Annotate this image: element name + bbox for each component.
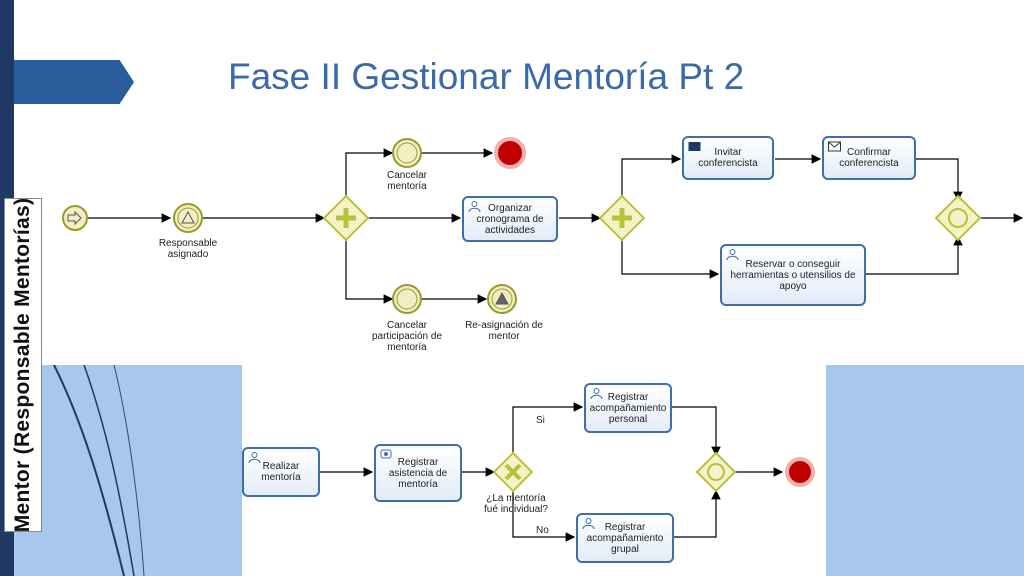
reasignacion-mentor-label: Re-asignación de mentor [465, 320, 543, 342]
user-task-icon [726, 249, 739, 260]
parallel-gateway-2 [598, 194, 646, 242]
top-process-diagram: Responsable asignado Cancelar mentoría C… [42, 122, 1024, 365]
background-panel-left [14, 365, 242, 576]
task-label: Confirmar conferencista [839, 147, 899, 169]
task-reservar-herramientas[interactable]: Reservar o conseguir herramientas o uten… [720, 244, 866, 306]
slide-title: Fase II Gestionar Mentoría Pt 2 [228, 56, 745, 97]
user-task-icon [468, 201, 481, 212]
parallel-gateway-1 [322, 194, 370, 242]
user-task-icon [590, 388, 603, 399]
task-label: Registrar acompañamiento grupal [586, 521, 664, 555]
task-organizar-cronograma[interactable]: Organizar cronograma de actividades [462, 196, 558, 242]
task-label: Invitar conferencista [698, 147, 758, 169]
responsable-asignado-label: Responsable asignado [158, 238, 218, 260]
task-registrar-asistencia[interactable]: Registrar asistencia de mentoría [374, 444, 462, 502]
service-task-icon [380, 449, 392, 459]
task-confirmar-conferencista[interactable]: Confirmar conferencista [822, 136, 916, 180]
exclusive-gateway [492, 451, 534, 493]
task-label: Organizar cronograma de actividades [476, 202, 544, 236]
cancelar-participacion-event [392, 284, 422, 314]
title-arrow-shape [14, 60, 134, 104]
bottom-sequence-flows [320, 402, 784, 542]
branch-yes-label: Si [536, 415, 545, 426]
task-label: Registrar acompañamiento personal [589, 391, 667, 425]
user-task-icon [582, 518, 595, 529]
task-label: Realizar mentoría [261, 461, 301, 483]
receive-message-icon [828, 141, 841, 152]
gateway-question-label: ¿La mentoría fué individual? [484, 493, 548, 515]
end-event-top [494, 137, 526, 169]
background-panel-right [826, 365, 1024, 576]
task-invitar-conferencista[interactable]: Invitar conferencista [682, 136, 774, 180]
swimlane-label: Mentor (Responsable Mentorías) [11, 197, 34, 533]
inclusive-gateway-top [934, 194, 982, 242]
task-label: Reservar o conseguir herramientas o uten… [730, 258, 856, 292]
task-registrar-grupal[interactable]: Registrar acompañamiento grupal [576, 513, 674, 563]
inclusive-gateway-bottom [695, 451, 737, 493]
bottom-process-flows [320, 402, 815, 542]
start-event [62, 205, 88, 231]
task-registrar-personal[interactable]: Registrar acompañamiento personal [584, 383, 672, 433]
cancelar-mentoria-label: Cancelar mentoría [386, 170, 428, 192]
cancelar-mentoria-event [392, 138, 422, 168]
send-message-icon [688, 142, 701, 151]
decorative-curves [53, 365, 145, 576]
branch-no-label: No [536, 525, 549, 536]
end-event-bottom [785, 457, 815, 487]
cancelar-participacion-label: Cancelar participación de mentoría [371, 320, 443, 353]
user-task-icon [248, 452, 261, 463]
bottom-process-diagram: Realizar mentoría Registrar asistencia d… [242, 365, 826, 576]
task-realizar-mentoria[interactable]: Realizar mentoría [242, 447, 320, 497]
top-sequence-flows [88, 148, 1024, 304]
responsable-asignado-event [173, 203, 203, 233]
reasignacion-mentor-event [487, 284, 517, 314]
swimlane-label-box: Mentor (Responsable Mentorías) [4, 198, 42, 532]
task-label: Registrar asistencia de mentoría [388, 456, 448, 490]
top-process-flows [62, 137, 1024, 314]
